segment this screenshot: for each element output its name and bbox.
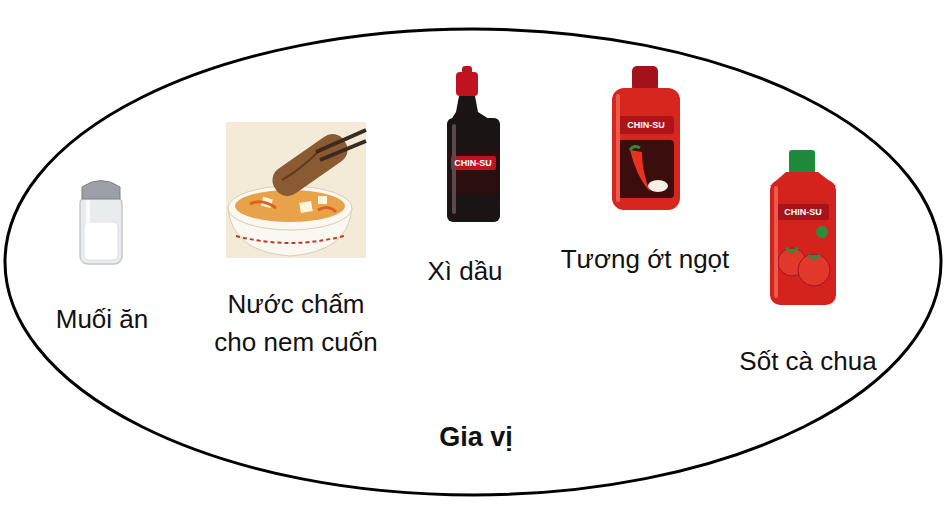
illustration-part [86, 200, 90, 256]
ketchup-bottle [770, 150, 836, 305]
illustration-part [786, 248, 798, 252]
chili-sauce-bottle [612, 66, 680, 210]
illustration-part [226, 122, 366, 258]
brand-label: CHIN-SU [627, 121, 665, 130]
illustration-part [618, 140, 674, 198]
illustration-part [318, 196, 327, 204]
item-caption: Tương ớt ngọt [561, 244, 730, 275]
illustration-part [618, 116, 674, 134]
item-node: Muối ăn [56, 304, 149, 335]
illustration-part [456, 72, 478, 96]
item-caption: Nước chấm cho nem cuốn [210, 286, 382, 361]
illustration-part [80, 196, 122, 264]
illustration-part [299, 201, 313, 213]
item-caption: Xì dầu [427, 256, 502, 287]
illustration-part [318, 207, 336, 212]
item-node: Xì dầu [427, 256, 502, 287]
item-caption: Muối ăn [56, 304, 149, 335]
illustration-part [616, 94, 620, 202]
brand-label: CHIN-SU [454, 159, 492, 168]
item-caption: Sốt cà chua [739, 346, 876, 377]
soy-sauce-bottle [447, 66, 500, 222]
salt-shaker [80, 181, 122, 265]
illustration-part [630, 146, 640, 150]
illustration-part [798, 254, 830, 286]
illustration-part [282, 150, 320, 180]
set-ellipse: Gia vị Muối ăn Nước chấm cho nem cuốn Xì dầ… [3, 27, 943, 497]
illustration-part [648, 180, 668, 192]
illustration-part [612, 88, 680, 210]
illustration-part [630, 150, 650, 192]
illustration-part [447, 118, 500, 222]
brand-label: CHIN-SU [784, 208, 822, 217]
ellipse-border [5, 29, 941, 495]
illustration-part [808, 255, 820, 259]
illustration-part [777, 204, 829, 220]
illustration-part [450, 150, 497, 194]
illustration-part [320, 141, 366, 160]
illustration-part [770, 180, 836, 305]
illustration-part [816, 226, 828, 238]
illustration-part [250, 202, 276, 208]
item-node: Sốt cà chua [739, 346, 876, 377]
illustration-part [451, 156, 496, 170]
illustration-part [82, 181, 120, 200]
set-title: Gia vị [439, 421, 513, 453]
illustration-part [774, 186, 778, 298]
item-node: Nước chấm cho nem cuốn [210, 286, 382, 361]
illustration-part [316, 130, 366, 152]
illustration-part [789, 150, 815, 174]
item-node: Tương ớt ngọt [561, 244, 730, 275]
dipping-sauce-photo [226, 122, 366, 258]
illustration-part [452, 124, 456, 214]
illustration-part [236, 236, 344, 243]
